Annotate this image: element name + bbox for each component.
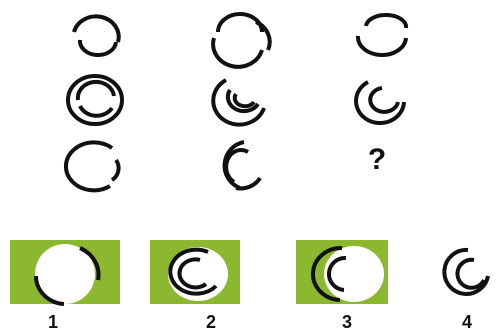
- option-4[interactable]: [438, 240, 496, 304]
- missing-cell-question-mark: ?: [362, 140, 392, 180]
- option-2[interactable]: [150, 240, 240, 304]
- option-4-label: 4: [452, 312, 482, 332]
- grid-cell-r2c1: [64, 72, 130, 128]
- option-3[interactable]: [296, 240, 388, 304]
- grid-cell-r3c2: [204, 132, 270, 192]
- option-2-label: 2: [196, 312, 226, 332]
- grid-cell-r2c3: [346, 72, 412, 128]
- option-3-label: 3: [332, 312, 362, 332]
- grid-cell-r3c1: [64, 136, 132, 192]
- grid-cell-r1c3: [352, 14, 416, 58]
- grid-cell-r1c2: [208, 10, 274, 64]
- option-1-label: 1: [38, 312, 68, 332]
- option-1[interactable]: [10, 240, 120, 304]
- grid-cell-r2c2: [206, 72, 272, 130]
- grid-cell-r1c1: [66, 12, 130, 62]
